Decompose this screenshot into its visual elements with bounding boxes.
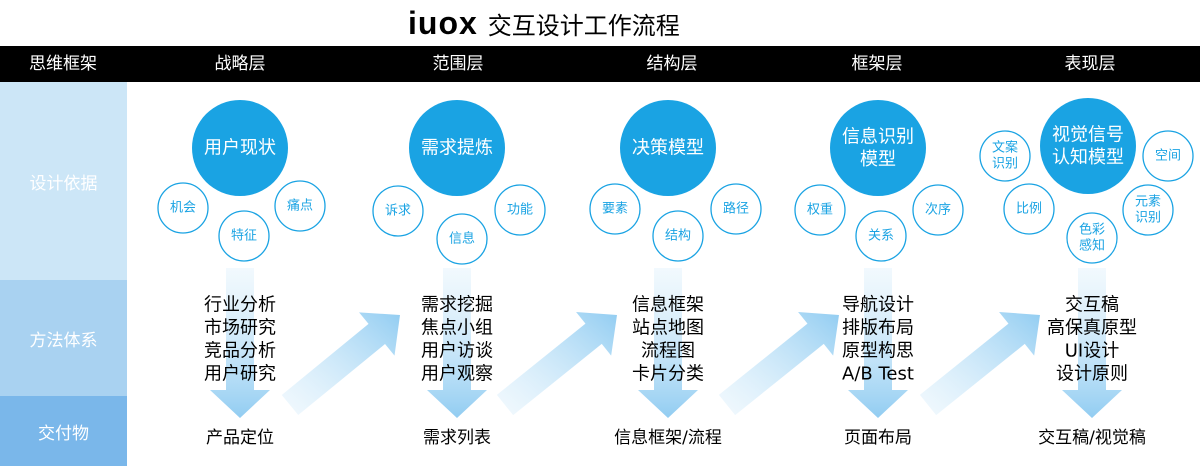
main-concept-circle xyxy=(192,100,288,196)
factor-circle xyxy=(1003,183,1055,235)
stage-down-arrow xyxy=(210,268,270,418)
factor-label: 关系 xyxy=(868,229,894,244)
deliverable-label: 交互稿/视觉稿 xyxy=(1038,428,1146,448)
main-concept-label: 视觉信号认知模型 xyxy=(1052,124,1124,168)
header-corner: 思维框架 xyxy=(29,54,97,74)
brand-logo: iuox xyxy=(408,4,478,41)
factor-circle xyxy=(274,180,326,232)
row-label-methods: 方法体系 xyxy=(0,280,127,396)
main-concept-circle xyxy=(409,100,505,196)
stage-transition-arrow xyxy=(718,311,839,416)
method-item: 交互稿 xyxy=(1065,295,1119,316)
method-item: 站点地图 xyxy=(632,318,704,339)
factor-label: 功能 xyxy=(507,203,533,218)
method-item: 导航设计 xyxy=(842,295,914,316)
factor-circle xyxy=(652,210,704,262)
factor-circle xyxy=(1142,130,1194,182)
method-item: 需求挖掘 xyxy=(421,295,493,316)
factor-label: 机会 xyxy=(170,201,196,216)
factor-label: 空间 xyxy=(1155,149,1181,164)
method-item: 信息框架 xyxy=(632,295,704,316)
factor-label: 要素 xyxy=(602,202,628,217)
factor-label: 信息 xyxy=(449,231,475,247)
factor-circle xyxy=(436,213,488,265)
factor-circle xyxy=(1122,184,1174,236)
method-item: 流程图 xyxy=(641,341,695,362)
main-concept-label: 需求提炼 xyxy=(421,138,493,159)
factor-label: 元素识别 xyxy=(1135,194,1161,225)
method-item: 高保真原型 xyxy=(1047,318,1137,339)
stage-down-arrow xyxy=(1062,268,1122,418)
factor-label: 路径 xyxy=(723,201,749,217)
factor-circle xyxy=(855,210,907,262)
factor-label: 诉求 xyxy=(385,204,411,219)
factor-circle xyxy=(1066,212,1118,264)
title-text: 交互设计工作流程 xyxy=(487,11,680,40)
main-concept-label: 用户现状 xyxy=(204,138,276,159)
row-label-basis: 设计依据 xyxy=(0,82,127,280)
header-column-scope: 范围层 xyxy=(432,54,484,74)
factor-label: 特征 xyxy=(231,229,257,244)
deliverable-label: 页面布局 xyxy=(844,428,912,448)
row-label-deliverables: 交付物 xyxy=(0,396,127,466)
method-item: 焦点小组 xyxy=(421,318,493,339)
header-column-skeleton: 框架层 xyxy=(851,54,903,74)
header-column-strategy: 战略层 xyxy=(214,54,266,74)
factor-circle xyxy=(218,210,270,262)
factor-label: 次序 xyxy=(925,202,951,218)
header-bar: 思维框架 战略层 范围层 结构层 框架层 表现层 xyxy=(0,46,1200,82)
factor-circle xyxy=(589,183,641,235)
method-item: 用户观察 xyxy=(421,364,493,385)
factor-label: 权重 xyxy=(807,202,833,218)
method-item: 原型构思 xyxy=(842,341,914,362)
method-item: 用户访谈 xyxy=(421,341,493,362)
method-item: 竞品分析 xyxy=(204,341,276,362)
deliverable-label: 产品定位 xyxy=(206,428,274,448)
method-item: 设计原则 xyxy=(1056,364,1128,385)
method-item: 市场研究 xyxy=(204,318,276,339)
stage-transition-arrow xyxy=(919,311,1040,416)
main-concept-circle xyxy=(1040,98,1136,194)
factor-circle xyxy=(979,130,1031,182)
stage-down-arrow xyxy=(427,268,487,418)
factor-label: 文案识别 xyxy=(992,140,1018,171)
main-concept-label: 信息识别模型 xyxy=(842,126,914,170)
method-item: 排版布局 xyxy=(842,318,914,339)
factor-circle xyxy=(710,183,762,235)
stage-transition-arrow xyxy=(281,312,400,416)
factor-label: 比例 xyxy=(1016,202,1042,217)
factor-circle xyxy=(494,184,546,236)
factor-circle xyxy=(794,184,846,236)
main-concept-circle xyxy=(620,100,716,196)
header-column-structure: 结构层 xyxy=(646,54,698,74)
method-item: 卡片分类 xyxy=(632,364,704,385)
main-concept-label: 决策模型 xyxy=(632,138,704,159)
diagram-title: iuox 交互设计工作流程 xyxy=(408,4,680,42)
deliverable-label: 信息框架/流程 xyxy=(614,428,722,448)
stage-transition-arrow xyxy=(496,311,617,416)
main-concept-circle xyxy=(830,100,926,196)
factor-circle xyxy=(157,182,209,234)
method-item: 用户研究 xyxy=(204,364,276,385)
stage-down-arrow xyxy=(638,268,698,418)
stage-down-arrow xyxy=(848,268,908,418)
factor-label: 色彩感知 xyxy=(1079,221,1105,253)
method-item: UI设计 xyxy=(1065,341,1119,362)
factor-label: 结构 xyxy=(665,229,691,244)
factor-circle xyxy=(372,185,424,237)
method-item: A/B Test xyxy=(842,364,914,385)
method-item: 行业分析 xyxy=(204,295,276,316)
deliverable-label: 需求列表 xyxy=(423,428,491,448)
factor-label: 痛点 xyxy=(287,198,313,214)
header-column-surface: 表现层 xyxy=(1064,54,1116,74)
factor-circle xyxy=(912,184,964,236)
